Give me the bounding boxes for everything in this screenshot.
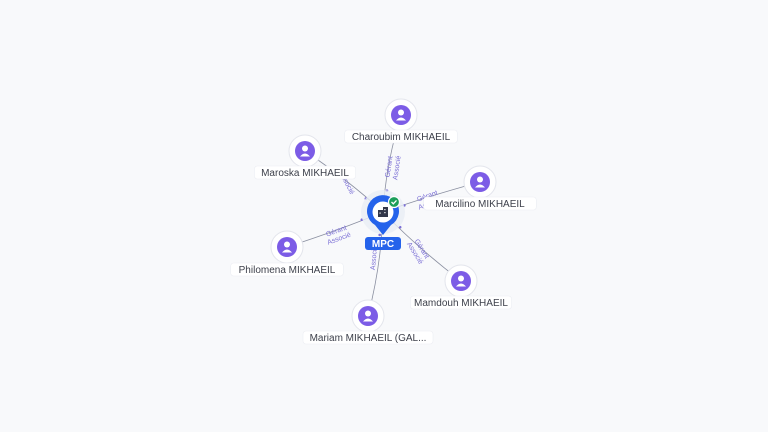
person-body-shape	[300, 153, 310, 157]
person-name-label[interactable]: Mariam MIKHAEIL (GAL...	[302, 330, 434, 345]
person-name-label[interactable]: Mamdouh MIKHAEIL	[410, 295, 512, 310]
person-node[interactable]	[270, 230, 304, 264]
edge-role-label: Associé	[370, 245, 379, 270]
company-node[interactable]: MPC	[361, 190, 405, 250]
edge-role-text: Associé	[392, 155, 402, 180]
person-head-shape	[284, 241, 290, 248]
person-node[interactable]	[444, 264, 478, 298]
person-head-shape	[458, 275, 464, 282]
edge-role-text: Gérant	[385, 156, 395, 178]
edge-role-text: Associé	[370, 245, 379, 270]
name-pill	[410, 295, 512, 310]
person-name-text: Marcilino MIKHAEIL	[435, 199, 525, 210]
person-node[interactable]	[463, 165, 497, 199]
company-label[interactable]: MPC	[365, 237, 401, 250]
person-name-label[interactable]: Philomena MIKHAEIL	[230, 262, 344, 277]
person-name-label[interactable]: Charoubim MIKHAEIL	[344, 129, 458, 144]
person-name-text: Mariam MIKHAEIL (GAL...	[310, 333, 427, 344]
name-pill	[344, 129, 458, 144]
name-pill	[230, 262, 344, 277]
person-body-shape	[282, 249, 292, 253]
name-pill	[302, 330, 434, 345]
name-pill	[423, 196, 537, 211]
person-body-shape	[396, 117, 406, 121]
person-node[interactable]	[351, 299, 385, 333]
person-name-text: Mamdouh MIKHAEIL	[414, 298, 508, 309]
person-name-text: Philomena MIKHAEIL	[239, 265, 336, 276]
person-head-shape	[302, 145, 308, 152]
company-name-text: MPC	[372, 239, 394, 250]
nodes-layer: Charoubim MIKHAEIL Maroska MIKHAEIL Marcil…	[230, 98, 537, 345]
building-icon	[378, 207, 388, 217]
person-name-text: Maroska MIKHAEIL	[261, 168, 349, 179]
verified-check-icon	[387, 195, 401, 209]
person-node[interactable]	[384, 98, 418, 132]
person-node[interactable]	[288, 134, 322, 168]
person-head-shape	[365, 310, 371, 317]
person-head-shape	[477, 176, 483, 183]
edge-arrow-icon	[378, 233, 382, 237]
name-pill	[254, 165, 356, 180]
company-label-pill	[365, 237, 401, 250]
person-name-label[interactable]: Marcilino MIKHAEIL	[423, 196, 537, 211]
person-body-shape	[475, 184, 485, 188]
person-head-shape	[398, 109, 404, 116]
person-body-shape	[456, 283, 466, 287]
person-name-label[interactable]: Maroska MIKHAEIL	[254, 165, 356, 180]
person-name-text: Charoubim MIKHAEIL	[352, 132, 451, 143]
person-body-shape	[363, 318, 373, 322]
